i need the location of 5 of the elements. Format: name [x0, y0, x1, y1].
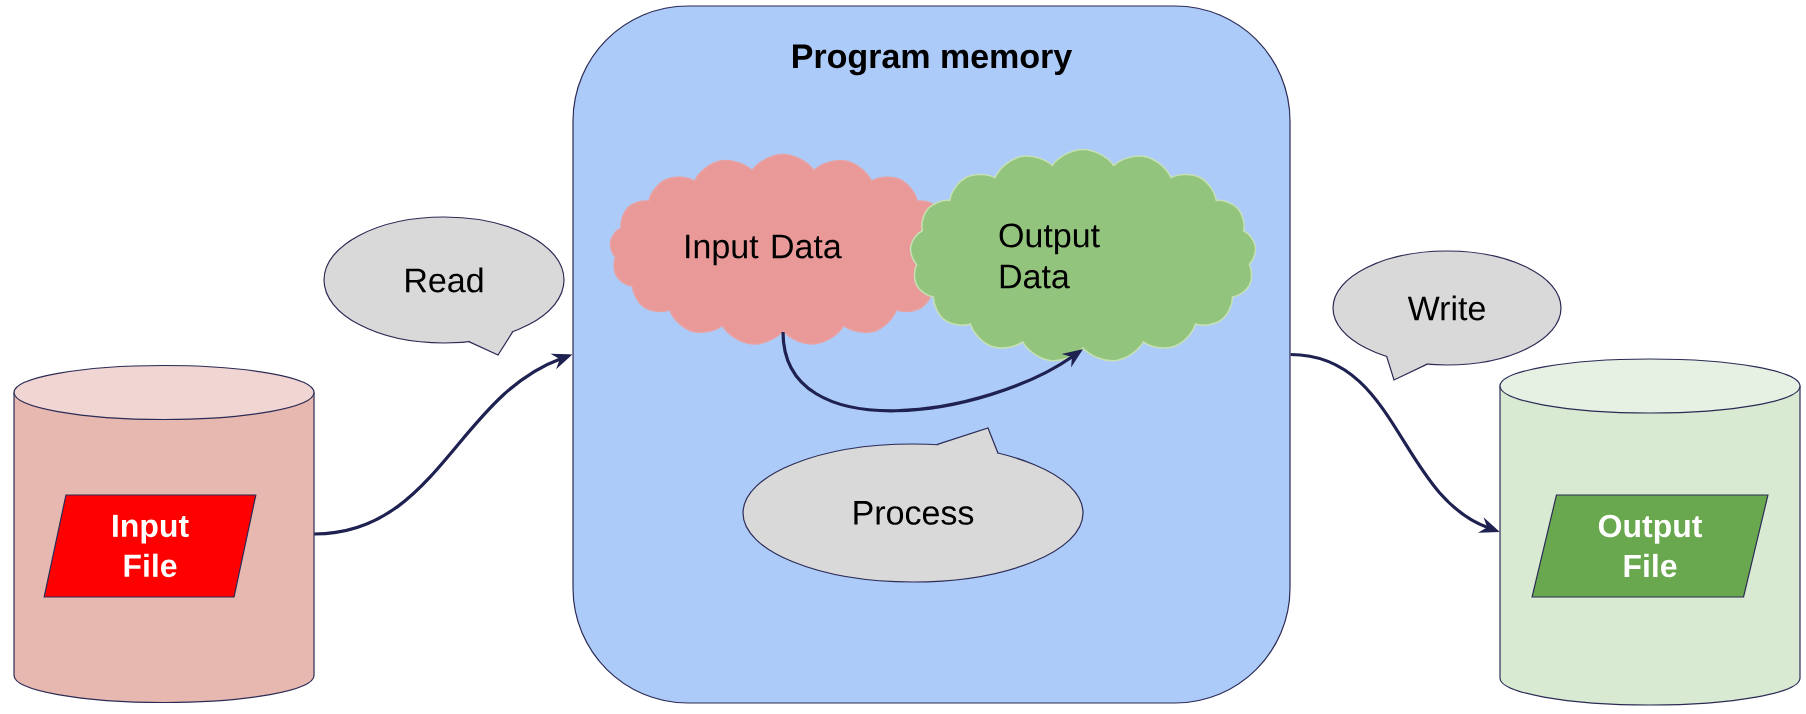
data-cloud: Output Data: [909, 148, 1257, 362]
speech-bubble: Write: [1332, 250, 1562, 381]
data-cloud: Input Data: [609, 153, 957, 345]
speech-bubble: Read: [323, 216, 565, 356]
speech-bubble: Process: [742, 427, 1084, 583]
